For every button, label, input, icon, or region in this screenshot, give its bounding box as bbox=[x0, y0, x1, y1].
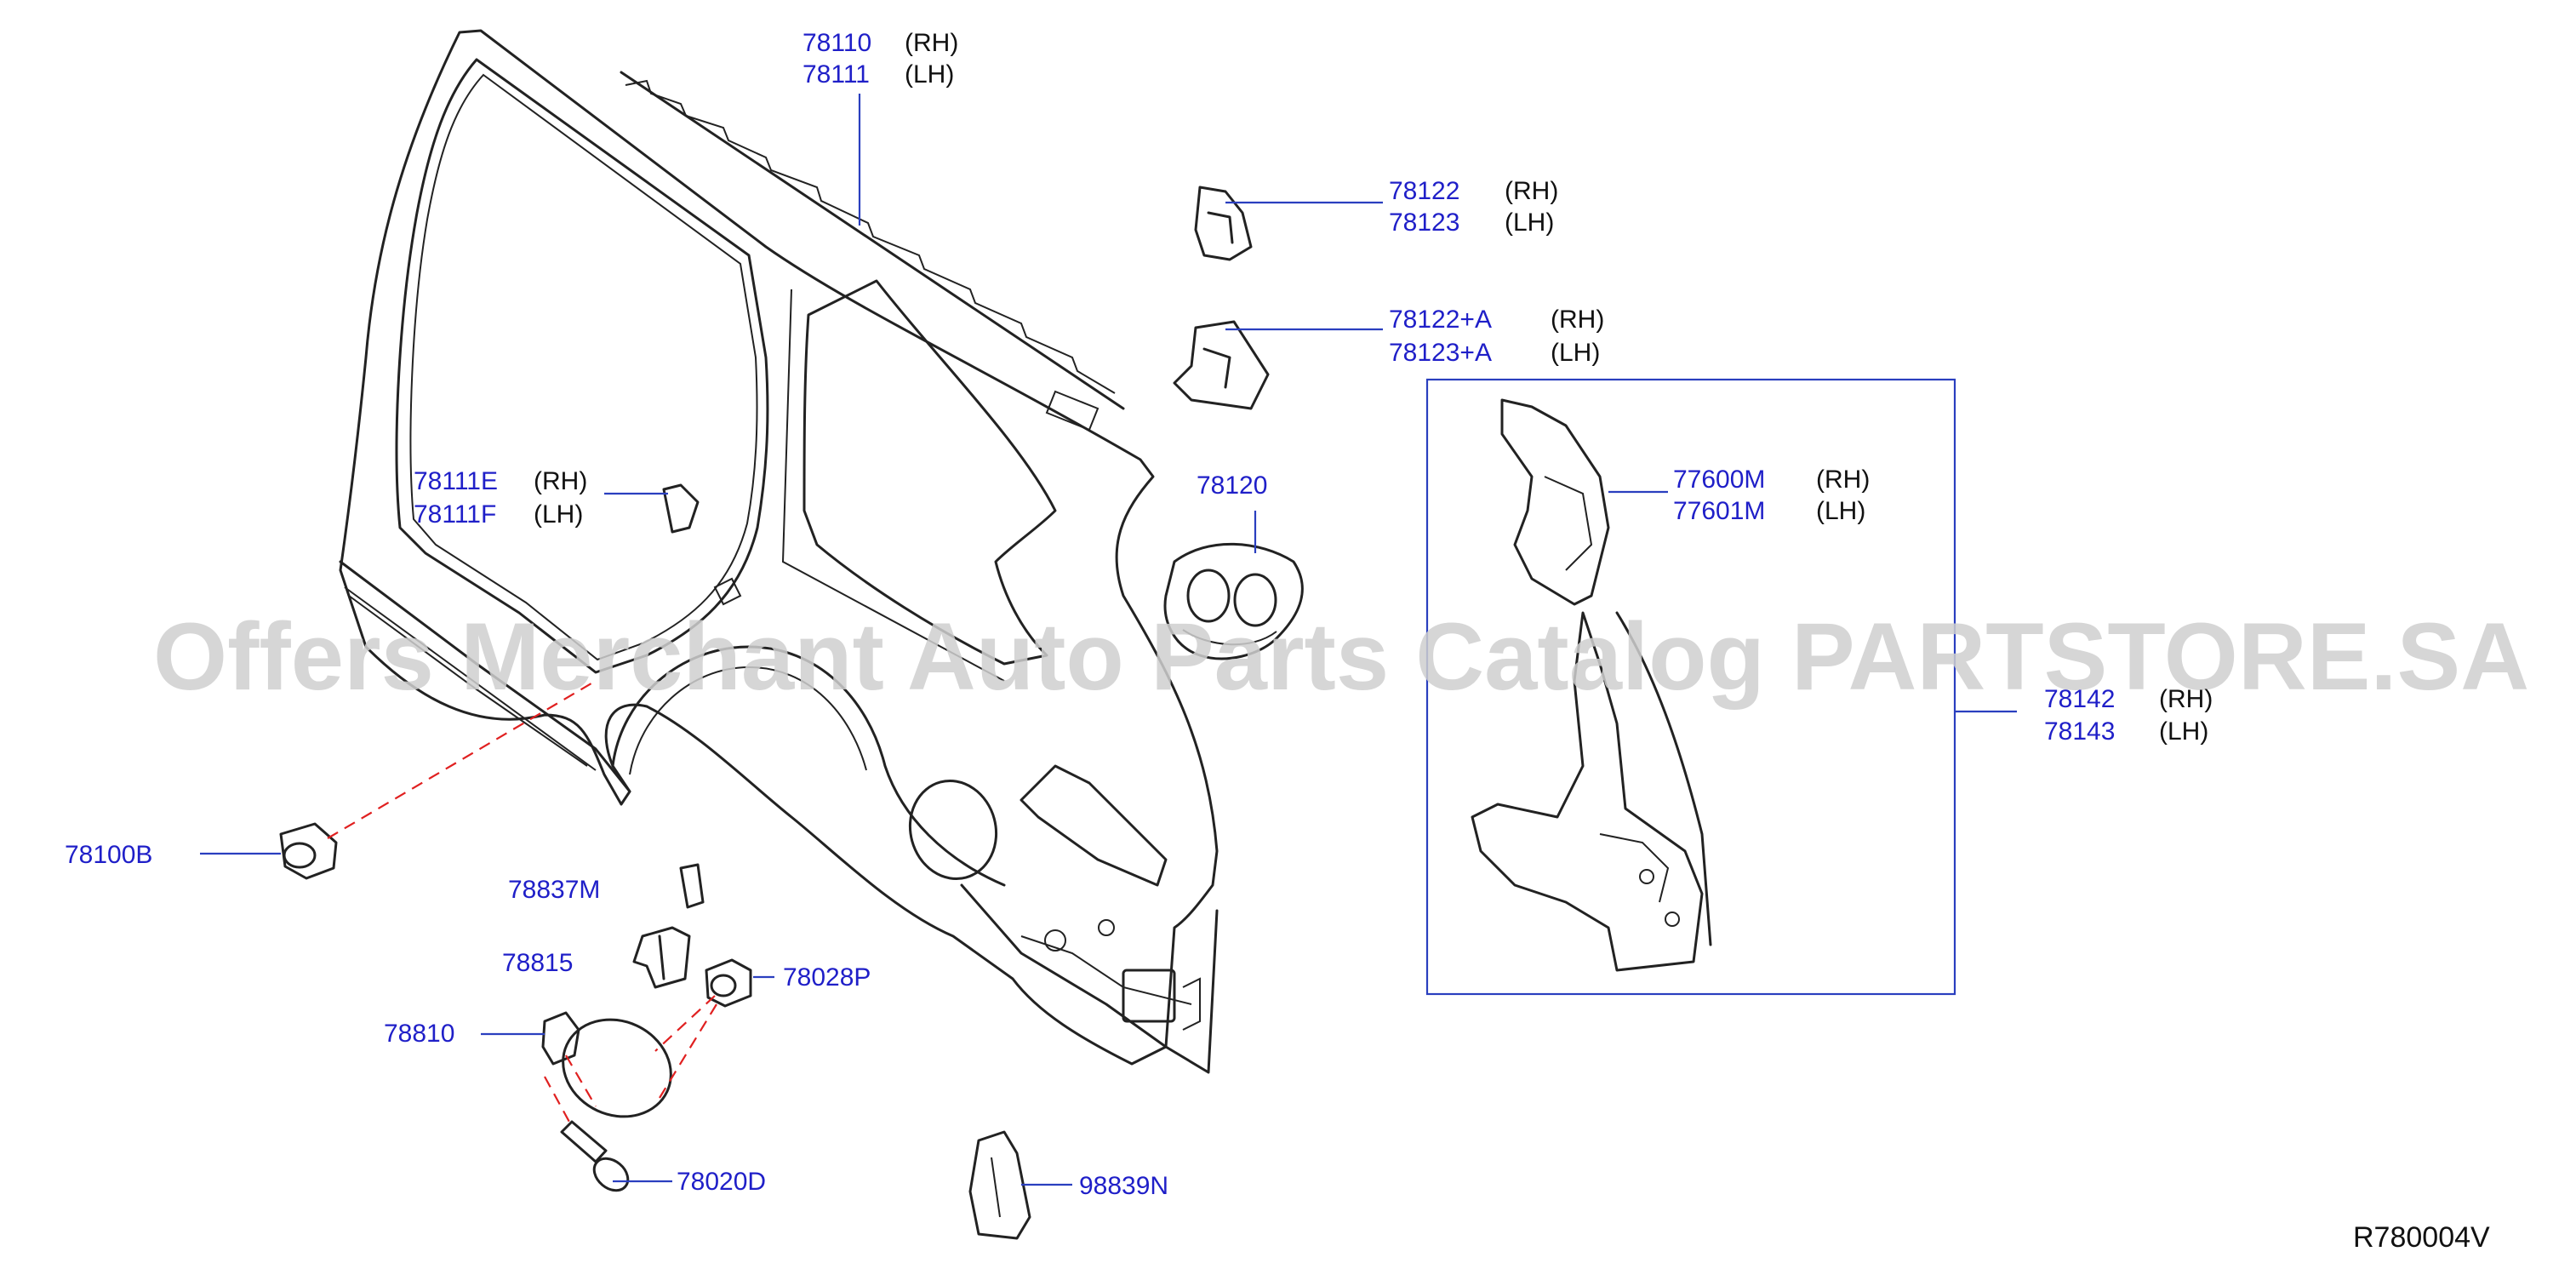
side-label: (RH) bbox=[1505, 177, 1558, 205]
bolt-78020d bbox=[560, 1120, 630, 1192]
part-number-98839n: 98839N bbox=[1079, 1172, 1168, 1200]
part-number-labels: 78110 (RH) 78111 (LH) 78122 (RH) 78123 (… bbox=[65, 29, 2213, 1200]
part-number-77601m: 77601M bbox=[1673, 497, 1765, 525]
spacer-78837m bbox=[679, 863, 705, 909]
side-label: (RH) bbox=[1551, 306, 1604, 334]
part-number-78120: 78120 bbox=[1197, 471, 1267, 500]
part-number-78111f: 78111F bbox=[414, 500, 496, 529]
part-number-78123a: 78123+A bbox=[1389, 339, 1492, 367]
part-number-78142: 78142 bbox=[2044, 685, 2115, 713]
fuel-lid-78810 bbox=[541, 1011, 672, 1118]
part-number-78122: 78122 bbox=[1389, 177, 1459, 205]
side-label: (LH) bbox=[905, 60, 954, 89]
diagram-code: R780004V bbox=[2353, 1221, 2490, 1254]
body-side-outer-panel bbox=[339, 29, 1219, 1074]
bumper-78028p bbox=[705, 958, 752, 1008]
part-number-78122a: 78122+A bbox=[1389, 306, 1492, 334]
side-label: (LH) bbox=[534, 500, 583, 529]
side-label: (LH) bbox=[2159, 717, 2208, 746]
corner-piece-78122a bbox=[1173, 320, 1270, 410]
side-label: (RH) bbox=[905, 29, 958, 57]
part-number-78111: 78111 bbox=[803, 60, 870, 89]
side-label: (LH) bbox=[1505, 209, 1554, 237]
part-number-78028p: 78028P bbox=[783, 963, 871, 992]
bracket-98839n bbox=[968, 1130, 1031, 1240]
side-label: (LH) bbox=[1816, 497, 1865, 525]
part-number-78810: 78810 bbox=[384, 1020, 454, 1048]
watermark-text: Offers Merchant Auto Parts Catalog PARTS… bbox=[153, 603, 2529, 710]
part-number-78111e: 78111E bbox=[414, 467, 498, 495]
part-number-78020d: 78020D bbox=[677, 1168, 766, 1196]
grommet-78100b bbox=[279, 822, 338, 880]
part-number-78123: 78123 bbox=[1389, 209, 1459, 237]
side-label: (LH) bbox=[1551, 339, 1600, 367]
part-number-78815: 78815 bbox=[502, 949, 573, 977]
filler-base-78120 bbox=[1163, 542, 1304, 660]
dashed-assembly-links bbox=[327, 680, 717, 1124]
bracket-78815 bbox=[632, 926, 691, 989]
subassembly-box bbox=[1425, 378, 1956, 996]
part-number-77600m: 77600M bbox=[1673, 466, 1765, 494]
inner-panel-assembly bbox=[1471, 398, 1712, 972]
side-label: (RH) bbox=[2159, 685, 2213, 713]
bracket-78111e bbox=[662, 483, 700, 534]
part-number-78837m: 78837M bbox=[508, 876, 600, 904]
side-label: (RH) bbox=[1816, 466, 1870, 494]
corner-piece-78122 bbox=[1194, 186, 1253, 261]
part-number-78110: 78110 bbox=[803, 29, 871, 57]
leader-lines bbox=[200, 94, 2017, 1186]
part-number-78100b: 78100B bbox=[65, 841, 152, 869]
part-number-78143: 78143 bbox=[2044, 717, 2115, 746]
side-label: (RH) bbox=[534, 467, 587, 495]
